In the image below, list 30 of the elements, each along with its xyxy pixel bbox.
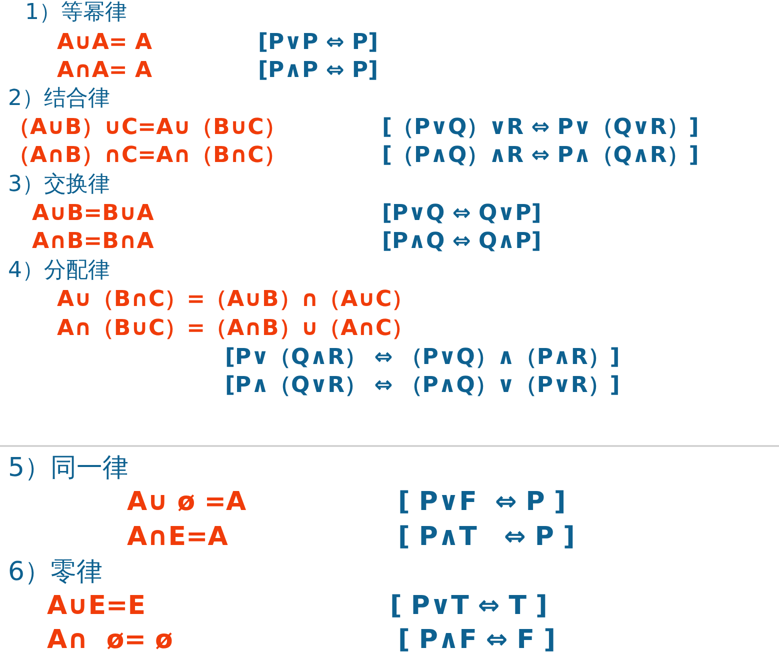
section-heading: 6）零律 (8, 558, 103, 588)
set-law-formula: A∩A= A (57, 58, 152, 84)
logic-law-formula: [（P∨Q）∨R ⇔ P∨（Q∨R）] (382, 115, 699, 140)
section-heading: 5）同一律 (8, 454, 129, 484)
section-heading: 2）结合律 (8, 86, 110, 112)
set-law-formula: A∪E=E (47, 592, 146, 622)
set-law-formula: A∩B=B∩A (32, 229, 154, 254)
logic-law-formula: [P∨（Q∧R） ⇔ （P∨Q）∧（P∧R）] (225, 345, 620, 370)
set-law-formula: A∩ ø= ø (47, 626, 173, 656)
logic-law-formula: [ P∧F ⇔ F ] (398, 626, 556, 656)
set-law-formula: （A∩B）∩C=A∩（B∩C） (8, 143, 286, 168)
set-law-formula: A∪（B∩C）=（A∪B）∩（A∪C） (57, 287, 414, 312)
set-law-formula: A∩（B∪C）=（A∩B）∪（A∩C） (57, 316, 414, 342)
section-heading: 1）等幂律 (25, 0, 127, 26)
logic-law-formula: [P∧（Q∨R） ⇔ （P∧Q）∨（P∨R）] (225, 373, 620, 398)
logic-law-formula: [ P∨T ⇔ T ] (390, 592, 548, 622)
section-heading: 3）交换律 (8, 172, 110, 198)
set-law-formula: A∪B=B∪A (32, 201, 154, 226)
set-law-formula: （A∪B）∪C=A∪（B∪C） (8, 115, 286, 140)
set-law-formula: A∪A= A (57, 30, 152, 56)
logic-law-formula: [P∨Q ⇔ Q∨P] (382, 201, 542, 226)
section-heading: 4）分配律 (8, 258, 110, 284)
set-law-formula: A∩E=A (127, 523, 228, 553)
logic-law-formula: [ P∨F ⇔ P ] (398, 488, 566, 518)
logic-law-formula: [P∧P ⇔ P] (258, 58, 378, 84)
logic-law-formula: [P∨P ⇔ P] (258, 30, 378, 56)
set-law-formula: A∪ ø =A (127, 488, 246, 518)
logic-law-formula: [（P∧Q）∧R ⇔ P∧（Q∧R）] (382, 143, 699, 168)
logic-law-formula: [P∧Q ⇔ Q∧P] (382, 229, 542, 254)
logic-law-formula: [ P∧T ⇔ P ] (398, 523, 575, 553)
